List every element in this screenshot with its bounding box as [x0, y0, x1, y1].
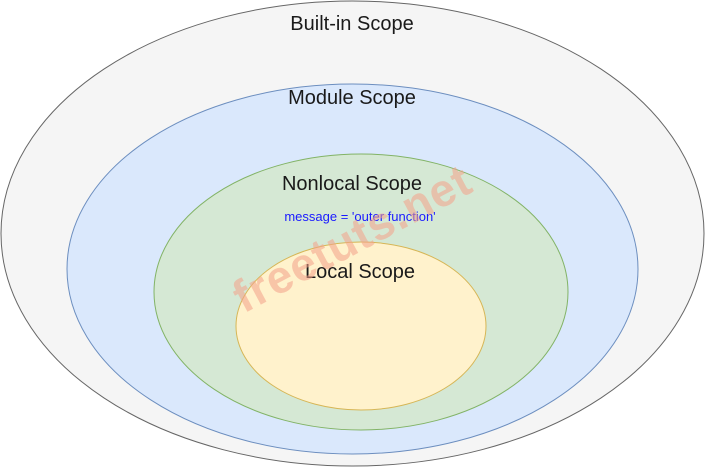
- nonlocal-scope-label: Nonlocal Scope: [281, 173, 423, 195]
- module-scope-label: Module Scope: [288, 87, 416, 109]
- local-scope-ellipse: [235, 241, 487, 411]
- code-string-value: 'outer function': [351, 209, 436, 224]
- local-scope-label: Local Scope: [304, 261, 416, 283]
- code-variable: message: [284, 209, 338, 224]
- nonlocal-code-line: message = 'outer function': [284, 209, 435, 225]
- builtin-scope-label: Built-in Scope: [290, 13, 414, 35]
- code-equals: =: [337, 209, 352, 224]
